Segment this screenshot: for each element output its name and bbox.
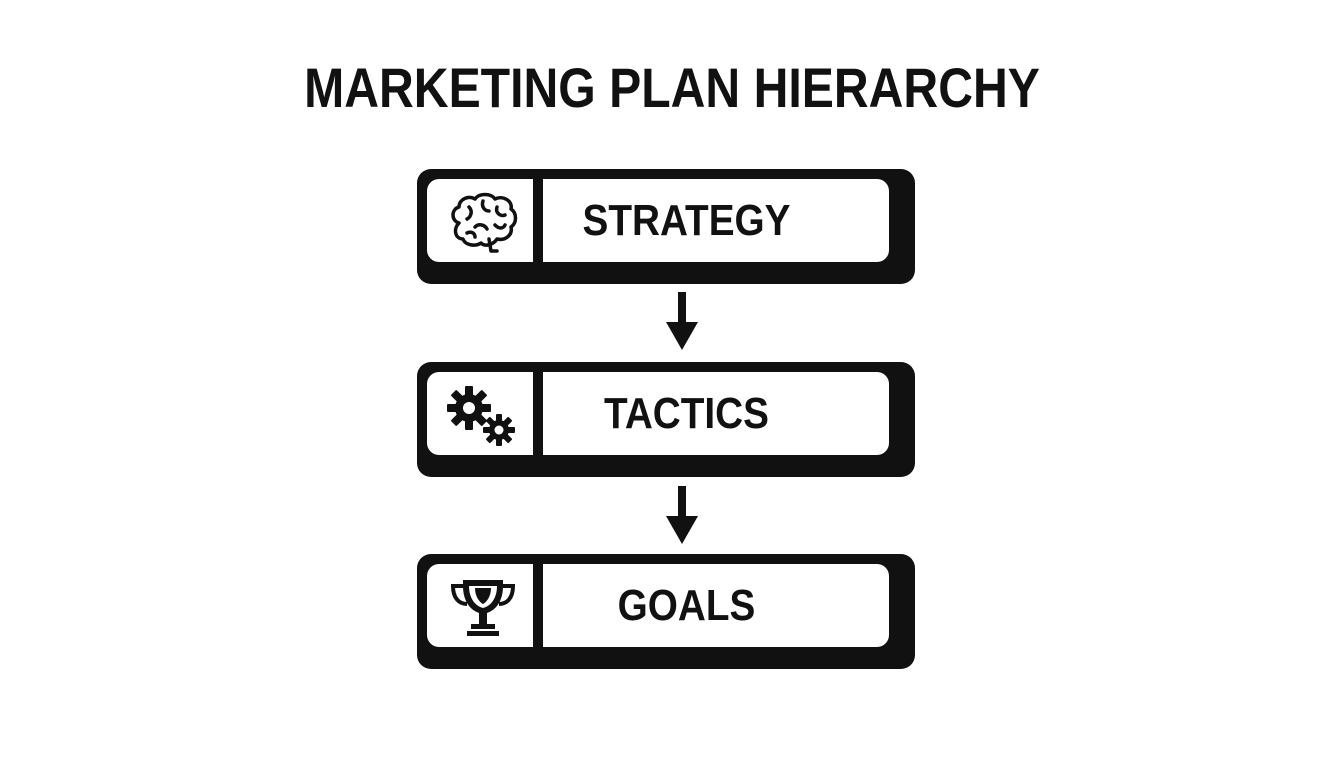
level-label-tactics: TACTICS <box>604 389 769 438</box>
level-goals: GOALS <box>417 554 915 669</box>
trophy-icon <box>450 580 516 636</box>
gears-icon <box>447 386 515 446</box>
down-arrow-icon <box>666 292 698 350</box>
level-strategy: STRATEGY <box>417 169 915 284</box>
down-arrow-icon <box>666 486 698 544</box>
brain-icon <box>451 192 518 253</box>
diagram-title: MARKETING PLAN HIERARCHY <box>304 56 1040 119</box>
level-tactics: TACTICS <box>417 362 915 477</box>
level-label-strategy: STRATEGY <box>582 196 791 245</box>
level-label-goals: GOALS <box>617 581 756 630</box>
